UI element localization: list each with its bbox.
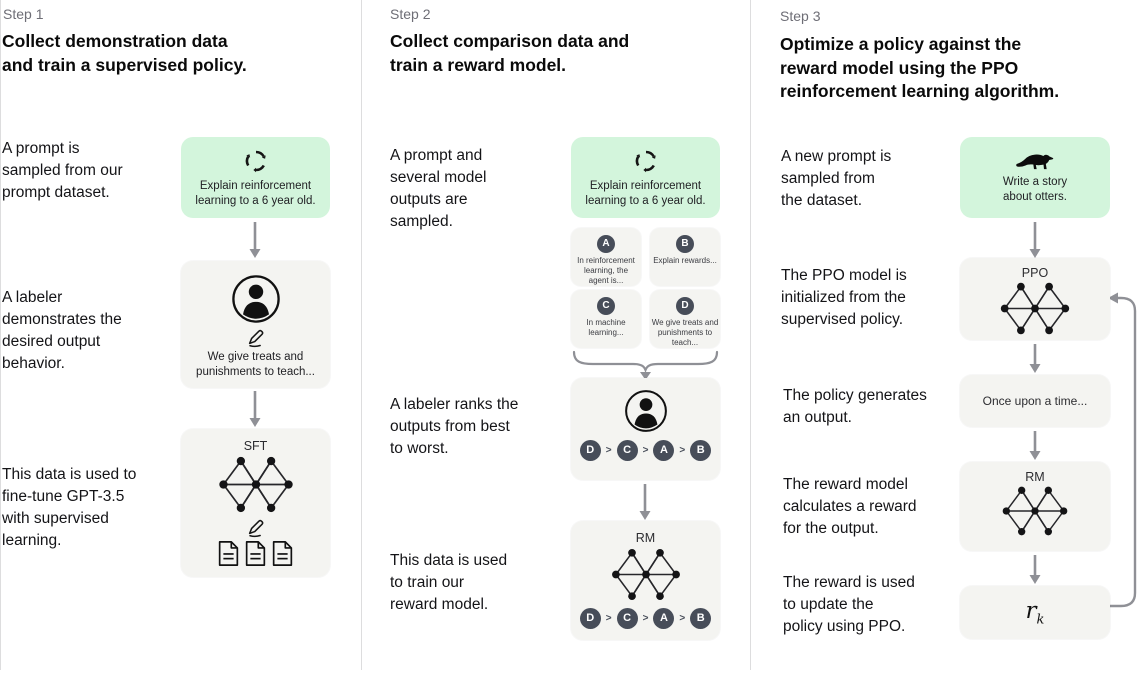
step1-caption-finetune: This data is used to fine-tune GPT-3.5 w… [2,466,137,549]
cycle-arrows-icon [243,148,269,174]
otter-icon [1016,154,1054,170]
output-box-b: B Explain rewards... [650,228,720,286]
down-arrow-icon [638,484,652,520]
ranking-badge: A [653,440,675,461]
brace-arrow-icon [572,350,719,380]
rm-label: RM [1025,470,1045,484]
step3-caption-update: The reward is used to update the policy … [783,574,915,635]
ranking-row: D > C > A > B [571,440,720,461]
pencil-icon [248,519,263,538]
step1-label: Step 1 [3,6,44,22]
down-arrow-icon [1028,344,1042,373]
neural-network-icon [1000,281,1070,336]
document-icon [218,541,239,566]
cycle-arrows-icon [633,148,659,174]
step2-caption-sampled: A prompt and several model outputs are s… [390,147,487,230]
output-badge: A [597,235,615,253]
neural-network-icon [610,548,681,601]
document-icon [245,541,266,566]
neural-network-icon [217,456,294,513]
step3-caption-new-prompt: A new prompt is sampled from the dataset… [781,148,892,209]
column-divider [0,0,1,670]
step3-ppo-box: PPO [960,258,1110,340]
step3-output-box: Once upon a time... [960,375,1110,427]
output-badge: C [597,297,615,315]
down-arrow-icon [1028,431,1042,460]
step2-rm-box: RM D > C > A > B [571,521,720,640]
step1-sft-box: SFT [181,429,330,577]
step3-caption-reward-calc: The reward model calculates a reward for… [783,476,917,537]
column-divider [750,0,751,670]
ranking-separator: > [642,445,649,456]
down-arrow-icon [248,391,262,427]
demonstration-text: We give treats and punishments to teach.… [196,351,315,379]
step1-labeler-box: We give treats and punishments to teach.… [181,261,330,388]
documents-row [181,540,330,567]
step1-prompt-box: Explain reinforcement learning to a 6 ye… [181,137,330,218]
step3-caption-generates: The policy generates an output. [783,387,927,426]
step3-reward-box: rk [960,586,1110,639]
step3-rm-box: RM [960,462,1110,551]
output-text: In machine learning... [586,318,626,338]
ranking-separator: > [679,445,686,456]
column-divider [361,0,362,670]
output-badge: B [676,235,694,253]
ranking-badge: D [579,608,601,629]
ranking-badge: C [616,440,638,461]
down-arrow-icon [1028,222,1042,258]
rm-label: RM [635,531,656,545]
step1-caption-labeler: A labeler demonstrates the desired outpu… [2,289,122,372]
ranking-badge: C [616,608,638,629]
step1-title: Collect demonstration data and train a s… [2,31,247,75]
feedback-loop-arrow [1107,292,1137,608]
ranking-separator: > [605,445,612,456]
ranking-separator: > [679,613,686,624]
down-arrow-icon [1028,555,1042,584]
prompt-text: Explain reinforcement learning to a 6 ye… [195,180,316,208]
step2-ranking-box: D > C > A > B [571,378,720,480]
neural-network-icon [1001,485,1069,537]
output-text: Once upon a time... [982,394,1088,408]
step3-caption-ppo-init: The PPO model is initialized from the su… [781,267,907,328]
output-box-a: A In reinforcement learning, the agent i… [571,228,641,286]
ppo-label: PPO [1021,266,1049,280]
sft-label: SFT [243,439,268,453]
output-text: Explain rewards... [653,256,717,265]
ranking-badge: A [653,608,675,629]
output-text: We give treats and punishments to teach.… [651,318,719,348]
ranking-row: D > C > A > B [571,608,720,629]
prompt-text: Explain reinforcement learning to a 6 ye… [585,180,706,208]
document-icon [272,541,293,566]
ranking-separator: > [642,613,649,624]
step2-title: Collect comparison data and train a rewa… [390,31,630,75]
output-box-c: C In machine learning... [571,290,641,348]
ranking-badge: B [690,440,712,461]
step3-prompt-box: Write a story about otters. [960,137,1110,218]
ranking-separator: > [605,613,612,624]
step3-title: Optimize a policy against the reward mod… [780,34,1060,102]
ranking-badge: B [690,608,712,629]
step2-prompt-box: Explain reinforcement learning to a 6 ye… [571,137,720,218]
step2-caption-ranks: A labeler ranks the outputs from best to… [390,396,519,457]
person-icon [624,390,667,432]
step1-caption-prompt: A prompt is sampled from our prompt data… [2,140,123,201]
pencil-icon [248,329,263,348]
prompt-text: Write a story about otters. [1002,176,1068,204]
ranking-badge: D [579,440,601,461]
down-arrow-icon [248,222,262,258]
output-badge: D [676,297,694,315]
step2-caption-train: This data is used to train our reward mo… [390,552,508,613]
step3-label: Step 3 [780,8,821,24]
reward-value: rk [1025,597,1045,628]
output-text: In reinforcement learning, the agent is.… [577,256,635,286]
step2-label: Step 2 [390,6,431,22]
output-box-d: D We give treats and punishments to teac… [650,290,720,348]
person-icon [231,275,280,323]
